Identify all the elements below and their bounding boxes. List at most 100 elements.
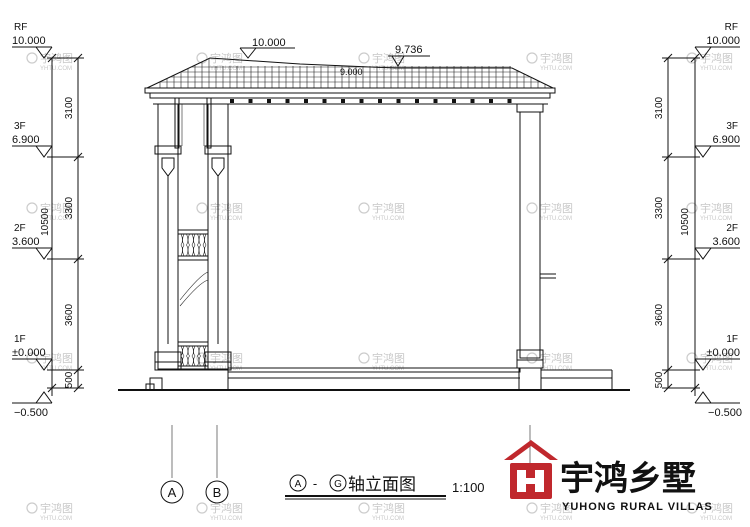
watermark-sub: YHTU.COM [372,516,404,522]
watermark-text: 宇鸿图 [700,351,733,365]
roof [144,57,556,105]
level-floor-1f: 1F [14,334,26,345]
left-level-system [12,46,84,404]
r-level-elev-ground: −0.500 [708,407,742,419]
r-level-elev-3f: 6.900 [712,134,740,146]
title-text: 轴立面图 [348,475,416,495]
watermark-layer: 宇鸿图YHTU.COM宇鸿图YHTU.COM宇鸿图YHTU.COM宇鸿图YHTU… [26,51,733,522]
level-floor-3f: 3F [14,121,26,132]
dim-segment-4: 500 [64,371,75,388]
r-level-floor-1f: 1F [726,334,738,345]
axis-bubble-a [160,480,184,504]
watermark-text: 宇鸿图 [540,501,573,515]
brand-logo: 宇鸿乡墅 YUHONG RURAL VILLAS [504,440,713,513]
watermark-text: 宇鸿图 [372,351,405,365]
watermark-sub: YHTU.COM [540,216,572,222]
watermark-sub: YHTU.COM [372,366,404,372]
dim-segment-2: 3300 [64,196,75,219]
r-level-elev-1f: ±0.000 [706,347,740,359]
title-axis-from-bubble [289,474,307,492]
level-elev-3f: 6.900 [12,134,40,146]
level-floor-rf: RF [14,22,27,33]
watermark-sub: YHTU.COM [700,366,732,372]
watermark-sub: YHTU.COM [210,216,242,222]
spot-elev-top-left: 10.000 [252,37,286,49]
watermark-sub: YHTU.COM [540,516,572,522]
watermark-text: 宇鸿图 [210,351,243,365]
left-level-labels: RF 10.000 3F 6.900 2F 3.600 1F ±0.000 −0… [12,22,75,419]
level-elev-ground: −0.500 [14,407,48,419]
watermark-sub: YHTU.COM [372,66,404,72]
axis-label-b: B [213,485,222,500]
r-level-floor-2f: 2F [726,223,738,234]
watermark-sub: YHTU.COM [40,516,72,522]
watermark-text: 宇鸿图 [372,201,405,215]
r-dim-segment-2: 3300 [654,196,665,219]
title-dash: - [313,476,317,491]
watermark-text: 宇鸿图 [40,351,73,365]
main-wall [227,104,521,390]
spot-elev-ridge: 9.736 [395,44,423,56]
right-column [516,103,613,391]
watermark-text: 宇鸿图 [210,201,243,215]
r-dim-segment-4: 500 [654,371,665,388]
watermark-sub: YHTU.COM [700,516,732,522]
watermark-sub: YHTU.COM [210,516,242,522]
watermark-text: 宇鸿图 [700,501,733,515]
title-axis-from: A [295,479,302,490]
r-level-floor-rf: RF [725,22,738,33]
building-elevation [118,57,630,478]
brand-name-en: YUHONG RURAL VILLAS [562,501,713,513]
drawing-title: A - G 轴立面图 1:100 [285,474,485,500]
watermark-sub: YHTU.COM [540,366,572,372]
watermark-text: 宇鸿图 [210,501,243,515]
title-axis-to: G [334,479,342,490]
axis-label-a: A [168,485,177,500]
spot-elev-obscured: 9.000 [340,67,363,77]
r-level-elev-2f: 3.600 [712,236,740,248]
left-columns [145,97,232,391]
watermark-text: 宇鸿图 [372,501,405,515]
watermark-sub: YHTU.COM [700,216,732,222]
watermark-sub: YHTU.COM [40,66,72,72]
dim-segment-1: 3100 [64,96,75,119]
watermark-sub: YHTU.COM [210,66,242,72]
watermark-text: 宇鸿图 [540,351,573,365]
logo-house-icon [504,440,558,499]
watermark-text: 宇鸿图 [210,51,243,65]
watermark-sub: YHTU.COM [40,366,72,372]
r-level-elev-rf: 10.000 [706,35,740,47]
watermark-sub: YHTU.COM [540,66,572,72]
watermark-sub: YHTU.COM [372,216,404,222]
level-elev-rf: 10.000 [12,35,46,47]
right-level-labels: RF 10.000 3F 6.900 2F 3.600 1F ±0.000 −0… [654,22,742,419]
watermark-sub: YHTU.COM [700,66,732,72]
axis-bubbles: A B [160,480,229,504]
dim-total: 10500 [40,208,51,236]
r-level-floor-3f: 3F [726,121,738,132]
watermark-text: 宇鸿图 [700,201,733,215]
watermark-sub: YHTU.COM [40,216,72,222]
level-floor-2f: 2F [14,223,26,234]
watermark-text: 宇鸿图 [540,201,573,215]
